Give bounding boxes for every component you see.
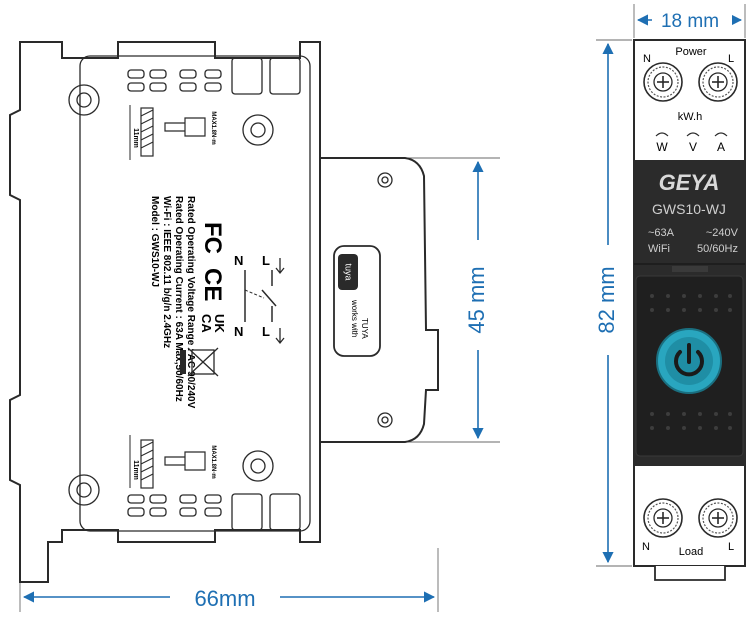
back-view: 11mm MAX1.8N·m 11mm MAX1.8N·m Model : GW… <box>9 41 500 612</box>
spec-current: Rated Operating Current : 63A Max,50/60H… <box>173 196 184 402</box>
mount-hole-left-bottom <box>68 474 100 506</box>
kwh-label: kW.h <box>678 111 702 123</box>
works-with-tuya-badge: tuya works with TUYA <box>333 245 381 357</box>
power-button[interactable] <box>656 328 722 394</box>
vent-slots <box>127 69 222 517</box>
works-with-text: works with <box>350 299 359 337</box>
schematic-n-top: N <box>234 253 243 268</box>
mount-hole-right-top <box>242 114 274 146</box>
terminal-screw-top-l <box>698 62 738 102</box>
front-current-text: ~63A <box>648 227 675 239</box>
tuya-logo: tuya <box>344 263 354 280</box>
indicator-arcs <box>655 132 728 137</box>
indicator-v: V <box>689 140 697 154</box>
front-n-bottom: N <box>642 541 650 553</box>
spec-model: Model : GWS10-WJ <box>149 196 160 287</box>
back-body-outline <box>9 41 321 583</box>
front-voltage-text: ~240V <box>706 227 739 239</box>
wire-strip-icon-top: 11mm MAX1.8N·m <box>129 105 216 160</box>
mount-hole-plate-top <box>377 172 393 188</box>
load-label: Load <box>679 546 703 558</box>
rail-cutout-top-2 <box>269 57 301 95</box>
schematic-l-bottom: L <box>262 324 270 339</box>
front-l-bottom: L <box>728 541 734 553</box>
terminal-screw-top-n <box>643 62 683 102</box>
mount-hole-plate-bottom <box>377 412 393 428</box>
back-recess <box>79 55 311 532</box>
indicator-a: A <box>717 140 725 154</box>
torque-top: MAX1.8N·m <box>210 111 216 144</box>
strip-length-top: 11mm <box>132 128 139 148</box>
ce-mark: CE <box>199 268 226 301</box>
brand-logo: GEYA <box>659 170 720 195</box>
dim-18mm-label: 18 mm <box>661 11 719 32</box>
spec-label-block: Model : GWS10-WJ Wi-Fi : IEEE 802.11 b/g… <box>149 196 196 409</box>
spec-voltage: Rated Operating Voltage Range : AC 90/24… <box>185 196 196 409</box>
front-n-top: N <box>643 53 651 65</box>
front-model-text: GWS10-WJ <box>652 201 726 217</box>
terminal-screw-bottom-n <box>643 498 683 538</box>
spec-wifi: Wi-Fi : IEEE 802.11 b/g/n 2.4GHz <box>161 196 172 348</box>
torque-bottom: MAX1.8N·m <box>210 445 216 478</box>
front-wifi-text: WiFi <box>648 243 670 255</box>
front-freq-text: 50/60Hz <box>697 243 738 255</box>
din-clip <box>654 566 726 581</box>
schematic-l-top: L <box>262 253 270 268</box>
mount-hole-left-top <box>68 84 100 116</box>
fc-mark: FC <box>199 222 226 254</box>
weee-bin-icon <box>180 347 219 377</box>
rail-cutout-top-1 <box>231 57 263 95</box>
cert-marks: FC CE UK CA <box>199 222 227 333</box>
ukca-mark-top: UK <box>212 314 227 333</box>
dim-82mm-label: 82 mm <box>594 266 619 333</box>
mount-hole-right-bottom <box>242 450 274 482</box>
power-label: Power <box>675 46 707 58</box>
front-l-top: L <box>728 53 734 65</box>
power-icon <box>674 343 704 377</box>
dim-66mm-label: 66mm <box>194 586 255 611</box>
terminal-screw-bottom-l <box>698 498 738 538</box>
ukca-mark-bottom: CA <box>199 314 214 333</box>
indicator-w: W <box>656 140 668 154</box>
rail-cutout-bottom-2 <box>269 493 301 531</box>
tuya-name-text: TUYA <box>360 318 369 339</box>
dim-45mm-label: 45 mm <box>464 266 489 333</box>
rail-cutout-bottom-1 <box>231 493 263 531</box>
wire-strip-icon-bottom: 11mm MAX1.8N·m <box>129 435 216 489</box>
switch-schematic: N L N L <box>234 253 285 345</box>
front-view: 18 mm 82 mm Power N L kW.h W V A GEYA GW… <box>594 4 746 581</box>
vent-dots <box>650 294 732 430</box>
schematic-n-bottom: N <box>234 324 243 339</box>
strip-length-bottom: 11mm <box>132 460 139 480</box>
